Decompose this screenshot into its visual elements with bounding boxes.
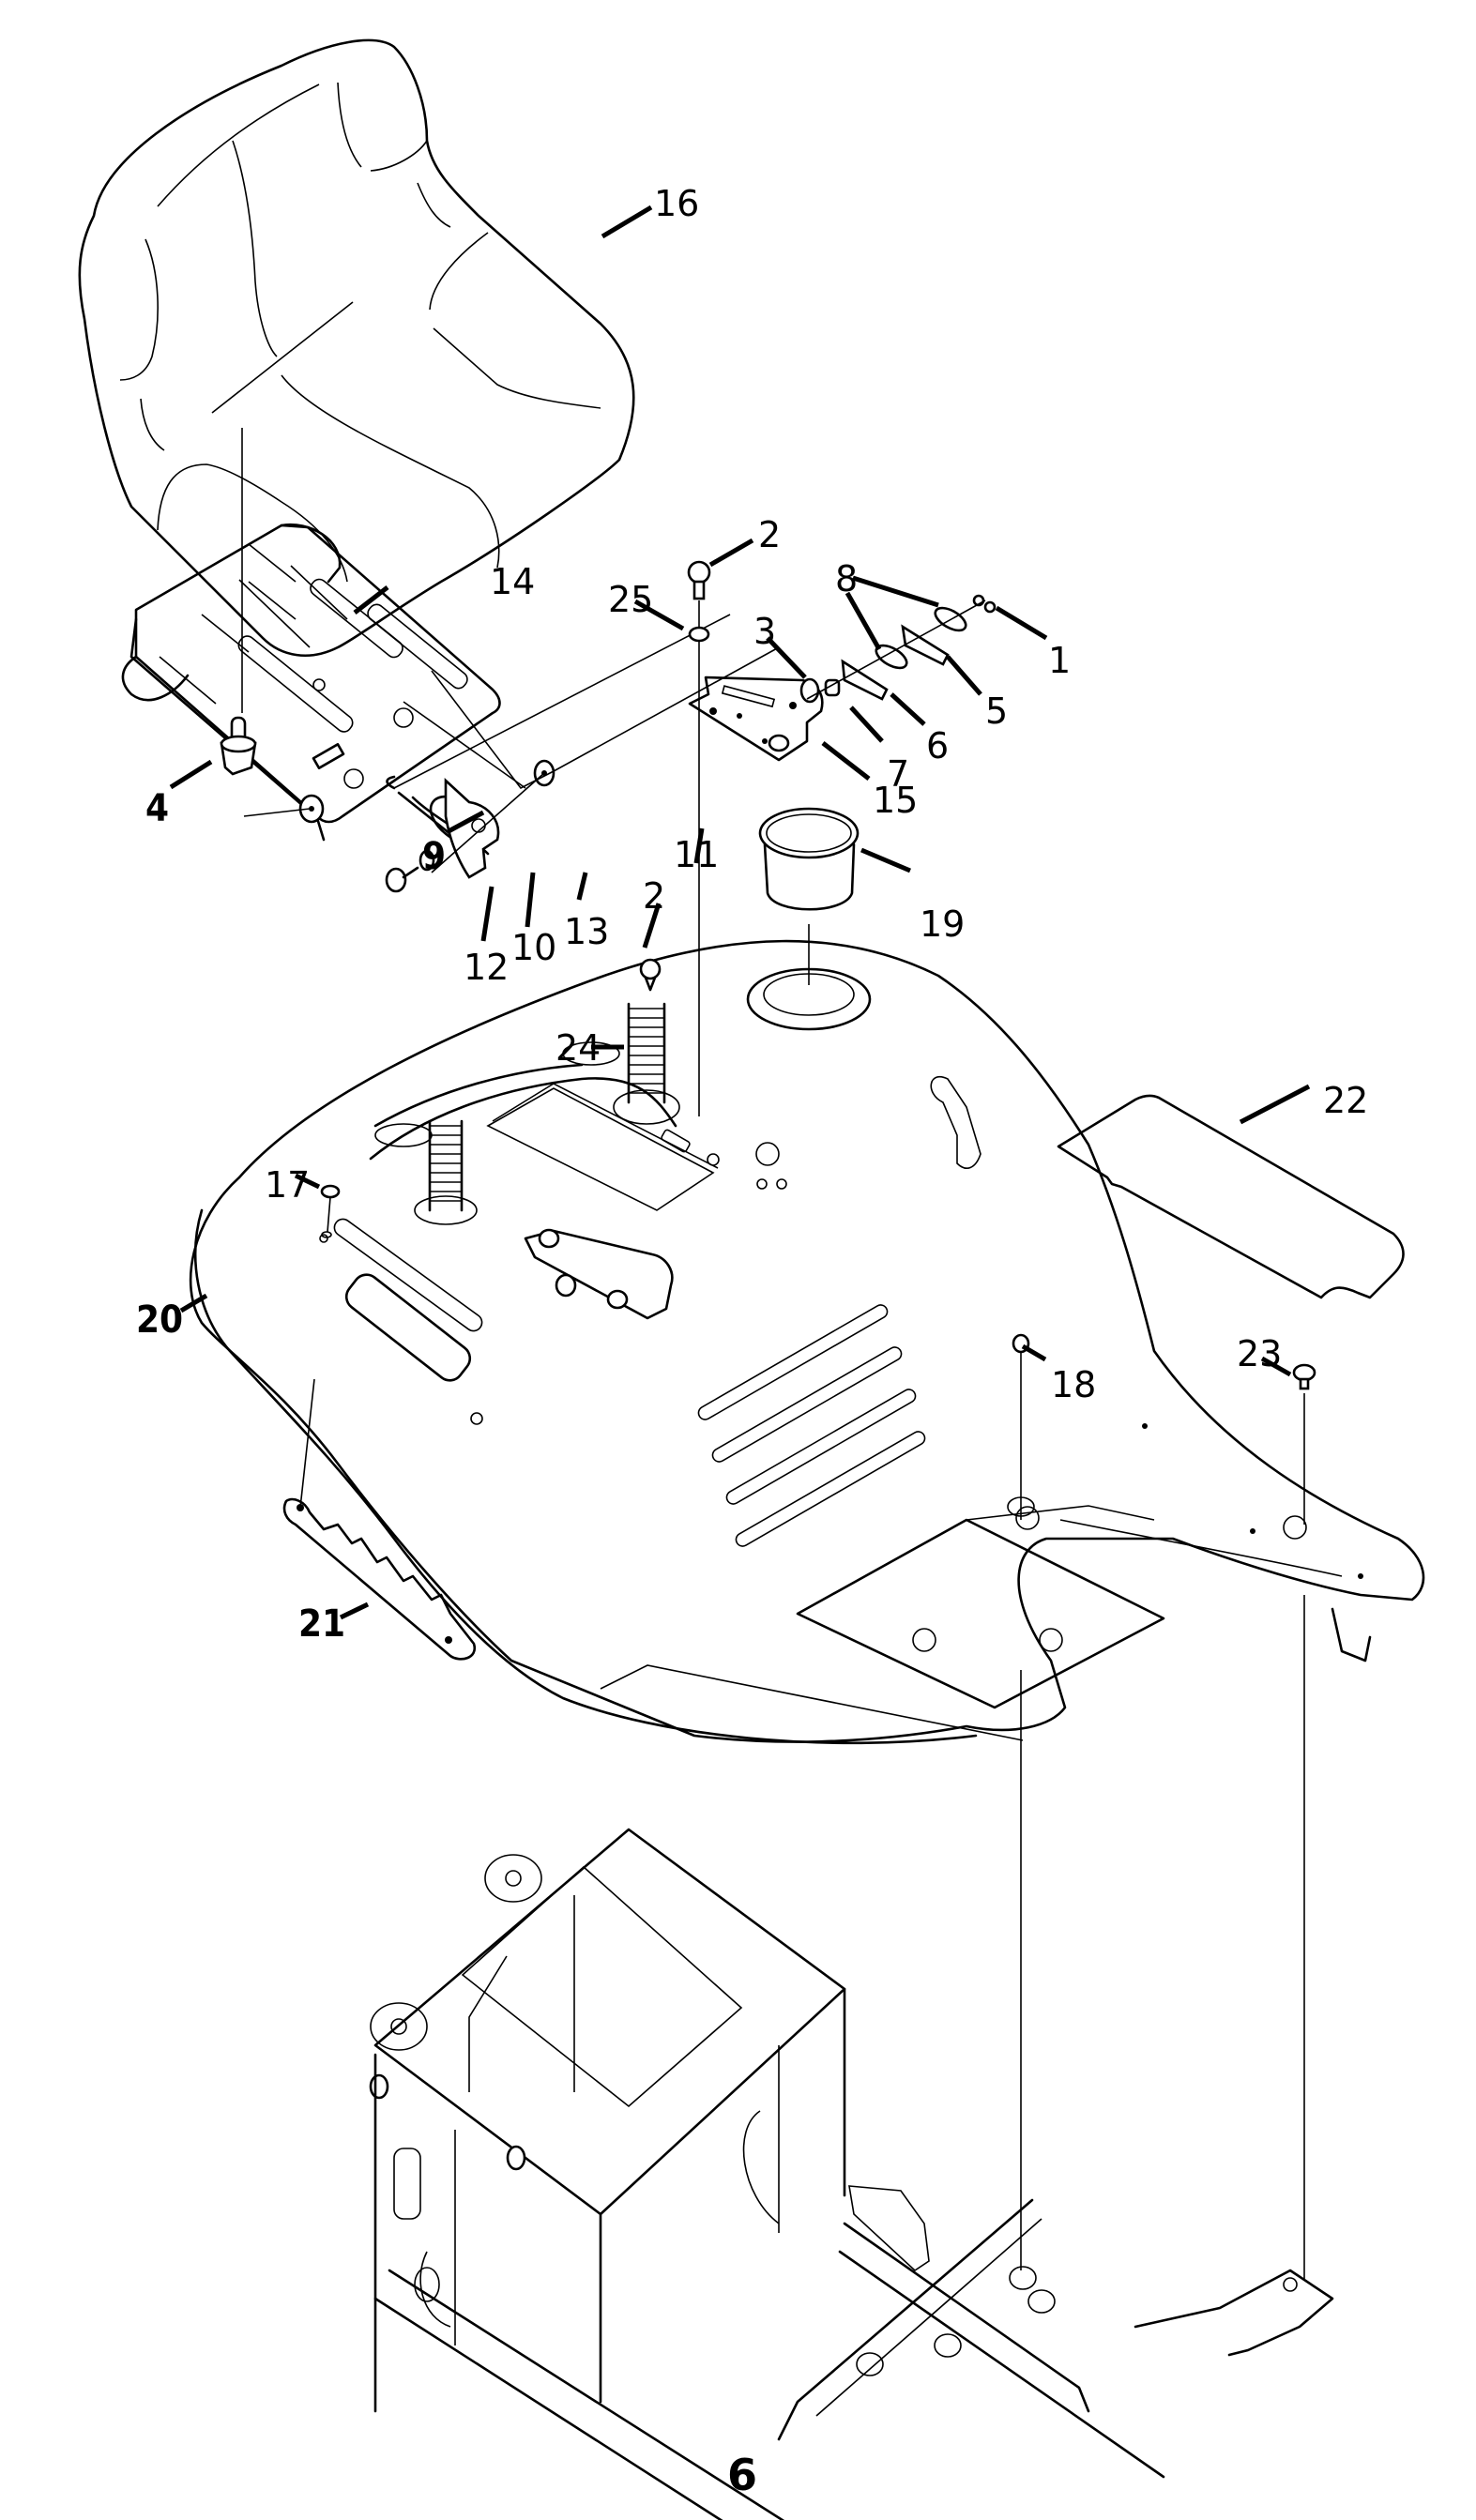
bolt-part-12 <box>385 866 419 893</box>
callout-24: 24 <box>555 1027 601 1069</box>
callout-8: 8 <box>835 558 858 600</box>
callout-7: 7 <box>887 753 909 795</box>
callout-21: 21 <box>298 1602 345 1646</box>
hinge-part-6 <box>841 659 889 701</box>
hinge-part-5 <box>901 624 950 666</box>
pivot-leaders <box>393 614 780 873</box>
spring-part-24 <box>613 1002 680 1125</box>
callout-3: 3 <box>753 611 776 652</box>
spring-left <box>414 1119 478 1225</box>
washer-part-25 <box>688 626 710 643</box>
seat-pan-part-14 <box>121 428 501 842</box>
callout-19: 19 <box>920 903 965 945</box>
washer-part-10 <box>418 849 435 872</box>
cup-part-19 <box>758 807 860 985</box>
callout-25: 25 <box>608 579 653 620</box>
screw-part-17 <box>320 1184 341 1238</box>
callout-4: 4 <box>145 787 169 830</box>
callout-2-mid: 2 <box>643 875 665 917</box>
callout-labels: 16 2 25 3 8 1 5 6 7 15 19 14 4 9 11 12 1… <box>136 183 1368 1646</box>
screw-part-1 <box>806 594 997 700</box>
screw-part-18 <box>1007 1333 1035 2270</box>
bolt-part-2-mid <box>639 958 662 992</box>
callout-13: 13 <box>564 911 609 952</box>
panel-part-22 <box>1057 1094 1405 1299</box>
page-number: 6 <box>727 2450 757 2500</box>
pivot-bracket-lower <box>524 1228 674 1320</box>
spacer-part-3 <box>799 677 820 704</box>
hitch-plate-part-21 <box>282 1378 477 1661</box>
callout-23: 23 <box>1237 1333 1282 1374</box>
callout-20: 20 <box>136 1298 183 1342</box>
callout-2-top: 2 <box>758 514 781 555</box>
bolt-part-2-top <box>687 560 711 1116</box>
callout-14: 14 <box>490 561 535 602</box>
bumper-part-4 <box>220 716 257 776</box>
callout-10: 10 <box>511 927 556 968</box>
callout-5: 5 <box>985 691 1008 732</box>
callout-18: 18 <box>1051 1364 1096 1405</box>
fender-part-20 <box>189 939 1425 1745</box>
callout-6: 6 <box>926 725 949 767</box>
callout-11: 11 <box>674 834 719 875</box>
callout-17: 17 <box>265 1164 310 1206</box>
callout-1: 1 <box>1048 640 1071 681</box>
callout-15: 15 <box>873 780 918 821</box>
callout-22: 22 <box>1323 1080 1368 1121</box>
callout-16: 16 <box>654 183 699 224</box>
callout-9: 9 <box>422 835 446 878</box>
plug-part-23 <box>1292 1363 1316 2280</box>
frame <box>369 1828 1334 2520</box>
seat-part-16 <box>78 38 635 658</box>
callout-12: 12 <box>464 947 509 988</box>
latch-part-13 <box>444 778 500 879</box>
leader-lines <box>169 205 1311 1620</box>
